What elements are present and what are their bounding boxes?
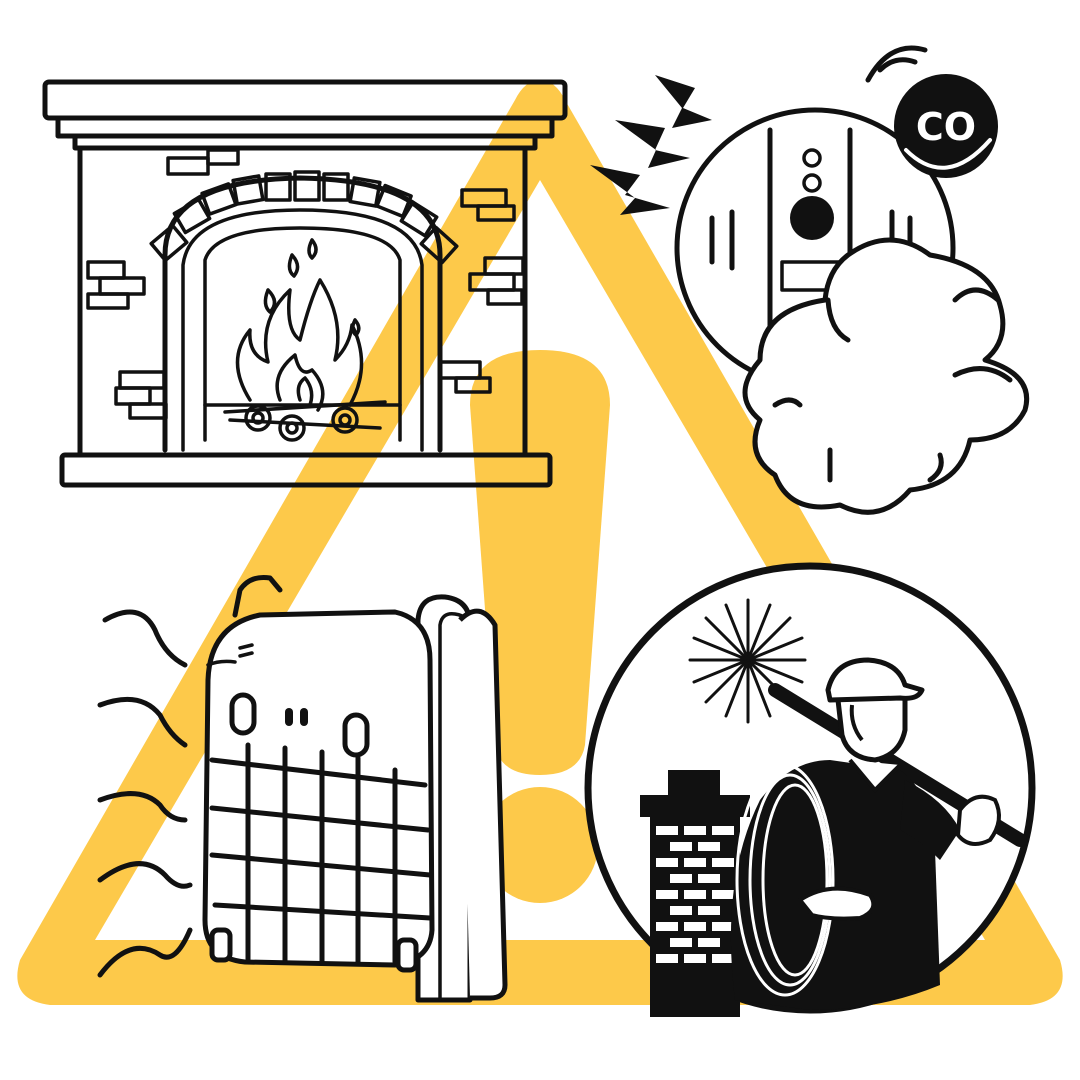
chimney-bricks [640, 770, 750, 1017]
space-heater-icon [97, 575, 508, 1003]
smoke-cloud-icon [742, 237, 1029, 515]
co-label: CO [916, 105, 976, 149]
fireplace-icon [42, 79, 568, 488]
exclamation-dot [482, 787, 598, 903]
brush-bristles [688, 598, 807, 724]
chimney-sweep-icon [584, 562, 1036, 1017]
co-badge: CO [894, 74, 998, 178]
